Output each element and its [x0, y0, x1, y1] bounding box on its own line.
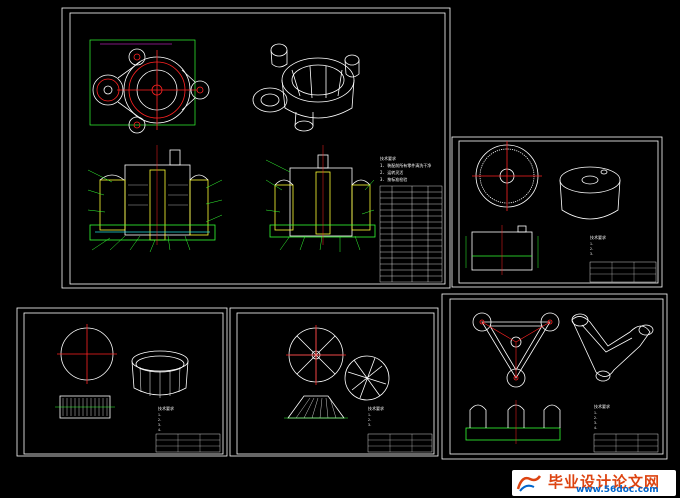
spoke-section-view	[284, 395, 348, 419]
note-line-1: 技术要求	[380, 155, 396, 161]
svg-text:3.: 3.	[594, 421, 598, 425]
spoke-notes: 技术要求 1. 2. 3.	[367, 405, 433, 453]
frame-notes: 技术要求 1. 2. 3. 4.	[593, 403, 659, 453]
front-section-view	[89, 145, 216, 245]
watermark-title: 毕业设计论文网	[548, 473, 661, 491]
note-line-2: 1. 装配前所有零件清洗干净	[380, 162, 431, 168]
svg-text:技术要求: 技术要求	[594, 403, 610, 409]
plan-view	[89, 39, 210, 134]
sheet-part-frame: 技术要求 1. 2. 3. 4.	[441, 293, 668, 460]
svg-text:2.: 2.	[158, 418, 162, 422]
svg-text:2.: 2.	[368, 418, 372, 422]
svg-text:技术要求: 技术要求	[368, 405, 384, 411]
side-section-view	[269, 145, 376, 245]
watermark-logo-icon	[516, 475, 542, 492]
spoke-front-view	[286, 325, 346, 385]
hub-isometric	[559, 166, 621, 220]
svg-text:4.: 4.	[158, 428, 162, 432]
frame-front-view	[465, 400, 561, 444]
leader-lines	[87, 159, 375, 253]
sheet-part-spoke: 技术要求 1. 2. 3.	[229, 307, 439, 457]
assembly-notes: 技术要求 1. 装配前所有零件清洗干净 2. 运转灵活 3. 按标准检验	[380, 155, 431, 182]
note-line-4: 3. 按标准检验	[380, 176, 407, 182]
frame-isometric	[571, 313, 654, 382]
svg-text:3.: 3.	[368, 423, 372, 427]
parts-list-table	[379, 185, 443, 283]
ring-notes: 技术要求 1. 2. 3. 4.	[155, 405, 221, 453]
ring-front-view	[57, 324, 117, 384]
gear-side-view	[465, 225, 539, 275]
svg-text:3.: 3.	[590, 252, 594, 256]
note-line-3: 2. 运转灵活	[380, 169, 403, 175]
frame-top-view	[472, 312, 560, 388]
svg-text:4.: 4.	[594, 426, 598, 430]
svg-text:1.: 1.	[158, 413, 162, 417]
ring-section-view	[55, 395, 115, 419]
gear-front-view	[472, 141, 542, 211]
svg-text:1.: 1.	[590, 242, 594, 246]
sheet-part-ring: 技术要求 1. 2. 3. 4.	[16, 307, 228, 457]
svg-text:3.: 3.	[158, 423, 162, 427]
isometric-view	[252, 43, 360, 132]
ring-isometric	[131, 350, 189, 398]
svg-text:2.: 2.	[590, 247, 594, 251]
svg-text:2.: 2.	[594, 416, 598, 420]
svg-text:技术要求: 技术要求	[590, 234, 606, 240]
watermark-badge: 毕业设计论文网 www.56doc.com	[512, 470, 676, 496]
watermark-url: www.56doc.com	[576, 485, 659, 495]
svg-text:1.: 1.	[368, 413, 372, 417]
sheet-assembly: 技术要求 1. 装配前所有零件清洗干净 2. 运转灵活 3. 按标准检验	[61, 7, 451, 289]
gear-notes: 技术要求 1. 2. 3.	[589, 234, 657, 283]
svg-text:1.: 1.	[594, 411, 598, 415]
svg-text:技术要求: 技术要求	[158, 405, 174, 411]
sheet-part-gear: 技术要求 1. 2. 3.	[451, 136, 663, 288]
spoke-isometric	[344, 355, 390, 401]
